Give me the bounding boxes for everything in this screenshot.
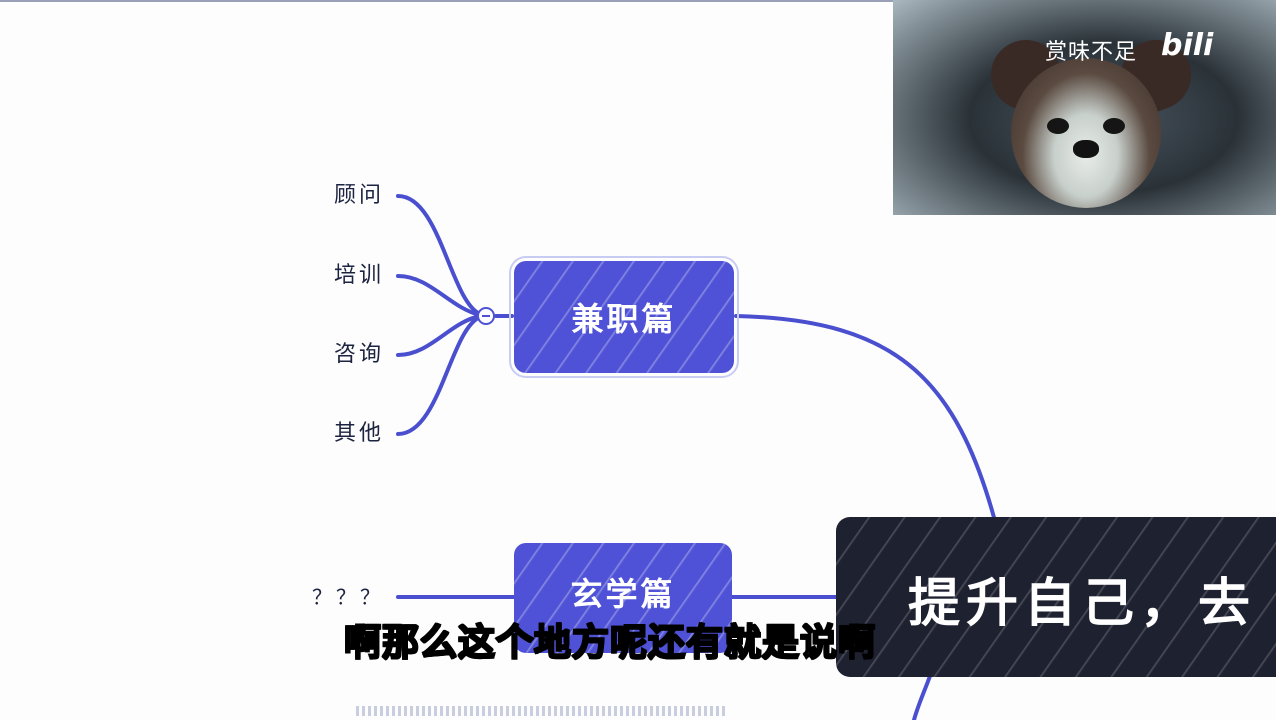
panda-left-eye <box>1047 118 1069 134</box>
leaf-other[interactable]: 其他 <box>334 421 385 446</box>
collapse-toggle-button[interactable] <box>477 307 495 325</box>
webcam-overlay: 赏味不足 bili <box>893 0 1276 215</box>
bilibili-logo-icon: bili <box>1161 28 1214 63</box>
central-topic-text: 提升自己，去 <box>908 574 1257 634</box>
connector-part-time-center <box>734 314 1002 542</box>
panda-right-eye <box>1103 118 1125 134</box>
topic-part-time[interactable]: 兼职篇 <box>509 256 739 378</box>
leaf-training[interactable]: 培训 <box>334 263 385 288</box>
connector-training <box>396 274 482 317</box>
top-border-line <box>0 0 893 2</box>
leaf-consultant[interactable]: 顾问 <box>334 183 385 208</box>
connector-consultant <box>396 194 482 316</box>
webcam-label: 赏味不足 <box>1045 40 1138 65</box>
bottom-dotted-line <box>356 706 726 716</box>
connector-other <box>396 315 482 436</box>
red-panda-face <box>1011 58 1161 208</box>
topic-part-time-label: 兼职篇 <box>571 300 677 338</box>
topic-metaphysics[interactable]: 玄学篇 <box>514 543 732 653</box>
panda-nose <box>1073 140 1099 158</box>
video-subtitle: 啊那么这个地方呢还有就是说啊 <box>343 620 876 665</box>
leaf-consulting[interactable]: 咨询 <box>334 342 385 367</box>
connector-consulting <box>396 314 482 357</box>
central-topic-card[interactable]: 提升自己，去 <box>836 517 1276 677</box>
topic-metaphysics-label: 玄学篇 <box>570 575 676 613</box>
connector-lower <box>912 674 932 720</box>
leaf-unknown[interactable]: ？？？ <box>312 585 384 609</box>
